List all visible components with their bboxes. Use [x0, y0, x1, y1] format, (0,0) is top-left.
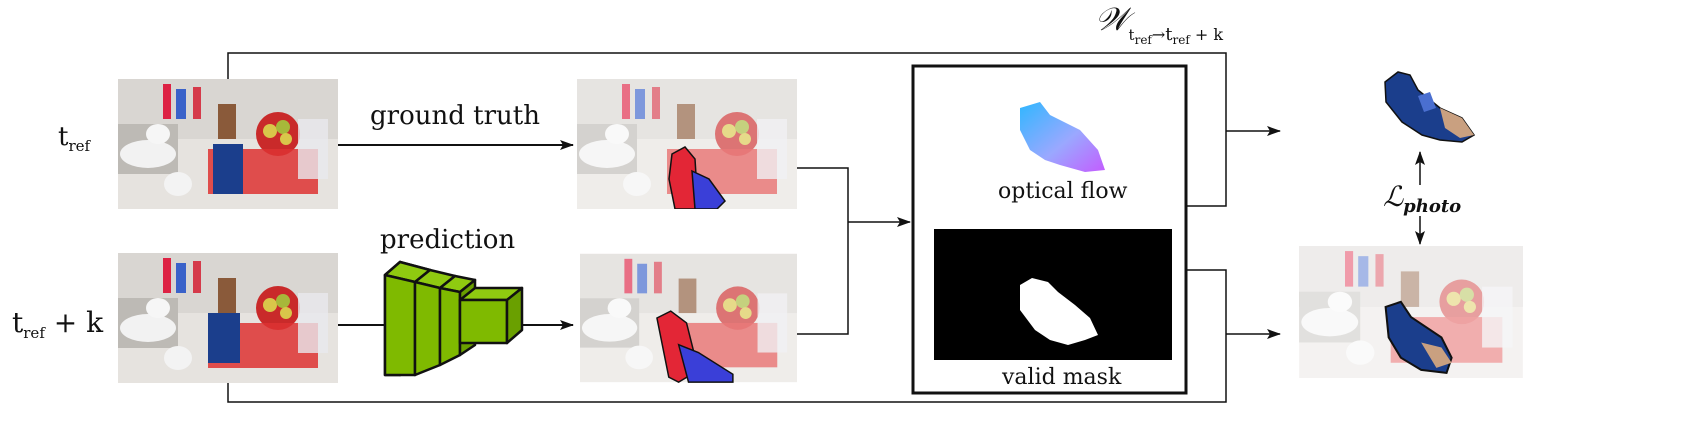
ground-truth-mask-image	[577, 79, 797, 209]
predicted-mask-image	[580, 253, 797, 383]
warped-cutout-image	[1384, 71, 1476, 143]
warp-top-connector	[227, 52, 1227, 207]
optical-flow-image	[1020, 102, 1105, 172]
valid-mask-region	[1020, 278, 1098, 345]
loss-label: ℒphoto	[1383, 180, 1461, 217]
valid-mask-label: valid mask	[1001, 365, 1122, 390]
optical-flow-label: optical flow	[998, 179, 1128, 204]
frame-t-ref-k-image	[118, 253, 338, 383]
t-ref-label: tref	[58, 122, 92, 155]
network-icon	[383, 260, 524, 377]
frame-t-ref-image	[118, 79, 338, 209]
prediction-label: prediction	[380, 225, 515, 255]
ground-truth-label: ground truth	[370, 101, 540, 131]
t-ref-k-label: tref + k	[12, 306, 104, 342]
merge-connector	[797, 167, 849, 335]
masked-target-image	[1299, 246, 1523, 378]
mask-bottom-connector	[227, 269, 1227, 403]
warp-label: 𝒲tref→tref + k	[1095, 0, 1223, 47]
